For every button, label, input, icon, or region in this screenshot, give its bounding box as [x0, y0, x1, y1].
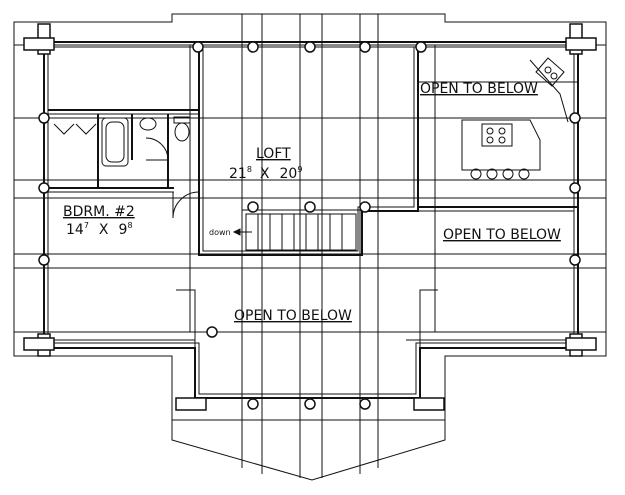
loft-rail-inner [202, 47, 415, 252]
log-end [565, 37, 597, 51]
bar-stool [470, 168, 482, 180]
loft-label: LOFT [256, 146, 291, 162]
log-end [565, 337, 597, 351]
log-end [23, 37, 55, 51]
bathtub [101, 117, 129, 167]
bedroom-door-swing [172, 191, 200, 219]
log-post [38, 112, 50, 124]
log-end [175, 397, 207, 411]
open-to-below-label: OPEN TO BELOW [420, 81, 538, 97]
porch-wall [176, 289, 438, 398]
log-post [359, 398, 371, 410]
bar-stool [502, 168, 514, 180]
log-post [206, 326, 218, 338]
log-post [247, 41, 259, 53]
log-post [38, 254, 50, 266]
sink-bowl [544, 66, 552, 74]
toilet-tank [173, 116, 191, 124]
stair-direction-label: down [209, 228, 231, 237]
bedroom-label: BDRM. #2 [63, 204, 135, 220]
open-to-below-label: OPEN TO BELOW [234, 308, 352, 324]
sink-bowl [550, 72, 558, 80]
burner [498, 127, 506, 135]
log-post [247, 201, 259, 213]
bathtub-inner [105, 121, 125, 163]
log-post [247, 398, 259, 410]
burner [486, 127, 494, 135]
log-post [569, 112, 581, 124]
kitchen-island [461, 119, 541, 171]
burner [498, 136, 506, 144]
porch-wall [44, 331, 578, 341]
burner [486, 136, 494, 144]
log-post [569, 182, 581, 194]
roof-outline [13, 13, 607, 481]
log-end [413, 397, 445, 411]
log-post [38, 182, 50, 194]
log-post [569, 254, 581, 266]
exterior-wall-inner [47, 46, 575, 395]
cooktop [481, 123, 513, 147]
bath-door-swing [145, 137, 169, 161]
log-post [304, 201, 316, 213]
log-post [359, 41, 371, 53]
log-end [23, 337, 55, 351]
closet-doors [53, 123, 97, 135]
stairs [232, 209, 361, 255]
log-post [304, 41, 316, 53]
open-to-below-label: OPEN TO BELOW [443, 227, 561, 243]
kitchen-sink [535, 57, 565, 87]
log-post [359, 201, 371, 213]
counter [529, 59, 569, 123]
bar-stool [486, 168, 498, 180]
toilet [174, 122, 190, 142]
bar-stool [518, 168, 530, 180]
log-post [415, 41, 427, 53]
loft-rail [198, 47, 419, 256]
sink [139, 117, 157, 131]
log-post [304, 398, 316, 410]
log-post [192, 41, 204, 53]
